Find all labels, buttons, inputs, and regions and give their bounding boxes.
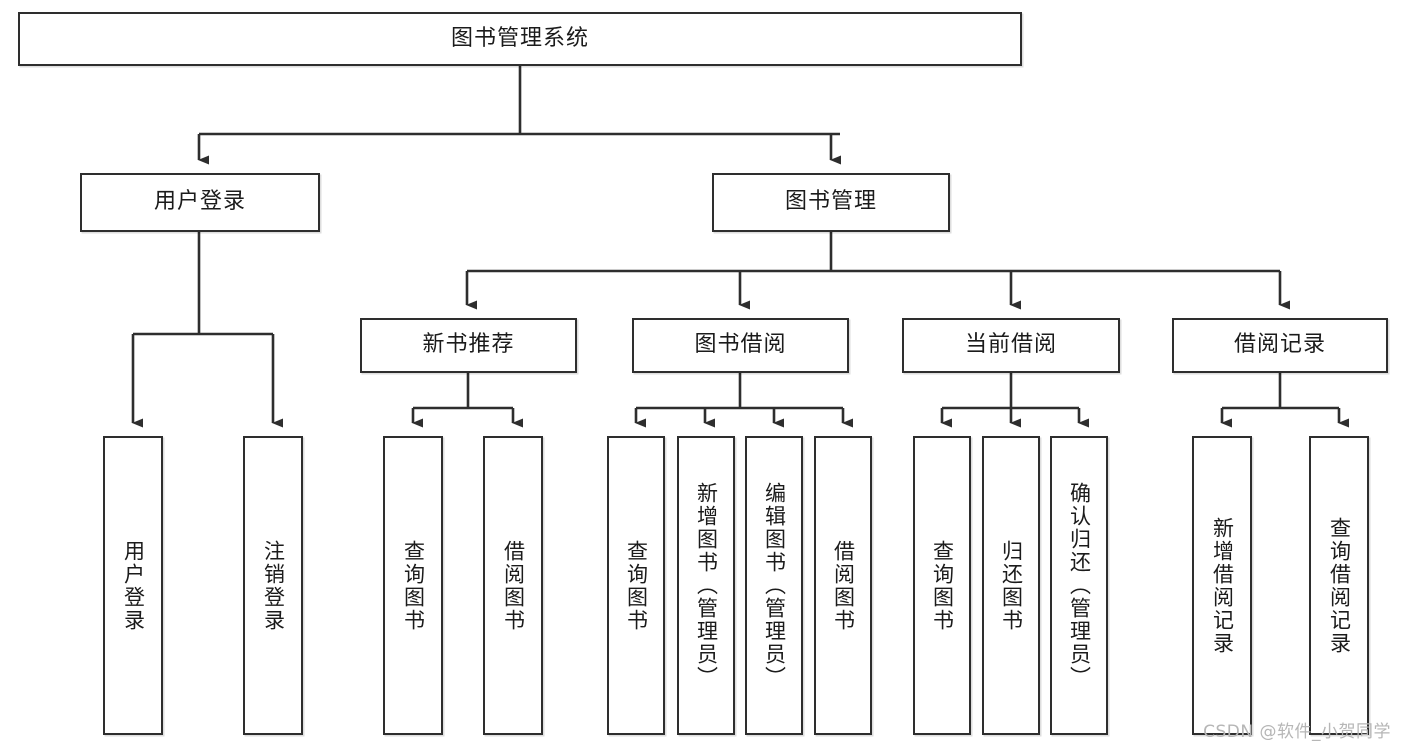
leaf-label: 查询借阅记录 [1327, 516, 1352, 655]
node-borrow-record[interactable]: 借阅记录 [1172, 318, 1388, 373]
leaf-label: 查询图书 [930, 539, 955, 632]
leaf-label: 归还图书 [999, 539, 1024, 632]
node-new-book-recommend[interactable]: 新书推荐 [360, 318, 577, 373]
leaf-borrow-edit-book-admin[interactable]: 编辑图书（管理员） [745, 436, 803, 735]
leaf-user-login-login[interactable]: 用户登录 [103, 436, 163, 735]
node-current-borrow[interactable]: 当前借阅 [902, 318, 1120, 373]
leaf-current-query-book[interactable]: 查询图书 [913, 436, 971, 735]
leaf-borrow-add-book-admin[interactable]: 新增图书（管理员） [677, 436, 735, 735]
leaf-user-login-logout[interactable]: 注销登录 [243, 436, 303, 735]
csdn-watermark: CSDN @软件_小贺同学 [1203, 722, 1391, 742]
leaf-new-book-borrow[interactable]: 借阅图书 [483, 436, 543, 735]
leaf-label: 新增借阅记录 [1210, 516, 1235, 655]
leaf-new-book-query[interactable]: 查询图书 [383, 436, 443, 735]
leaf-label: 借阅图书 [501, 539, 526, 632]
leaf-label: 编辑图书（管理员） [762, 482, 787, 689]
leaf-label: 借阅图书 [831, 539, 856, 632]
leaf-label: 注销登录 [261, 539, 286, 632]
node-root-system[interactable]: 图书管理系统 [18, 12, 1022, 66]
leaf-label: 查询图书 [624, 539, 649, 632]
leaf-record-query-record[interactable]: 查询借阅记录 [1309, 436, 1369, 735]
leaf-label: 用户登录 [121, 539, 146, 632]
leaf-current-confirm-return-admin[interactable]: 确认归还（管理员） [1050, 436, 1108, 735]
leaf-label: 新增图书（管理员） [694, 482, 719, 689]
leaf-current-return-book[interactable]: 归还图书 [982, 436, 1040, 735]
node-user-login[interactable]: 用户登录 [80, 173, 320, 232]
node-book-borrow[interactable]: 图书借阅 [632, 318, 849, 373]
node-book-management[interactable]: 图书管理 [712, 173, 950, 232]
leaf-label: 查询图书 [401, 539, 426, 632]
leaf-record-add-record[interactable]: 新增借阅记录 [1192, 436, 1252, 735]
leaf-borrow-query-book[interactable]: 查询图书 [607, 436, 665, 735]
leaf-label: 确认归还（管理员） [1067, 482, 1092, 689]
leaf-borrow-borrow-book[interactable]: 借阅图书 [814, 436, 872, 735]
